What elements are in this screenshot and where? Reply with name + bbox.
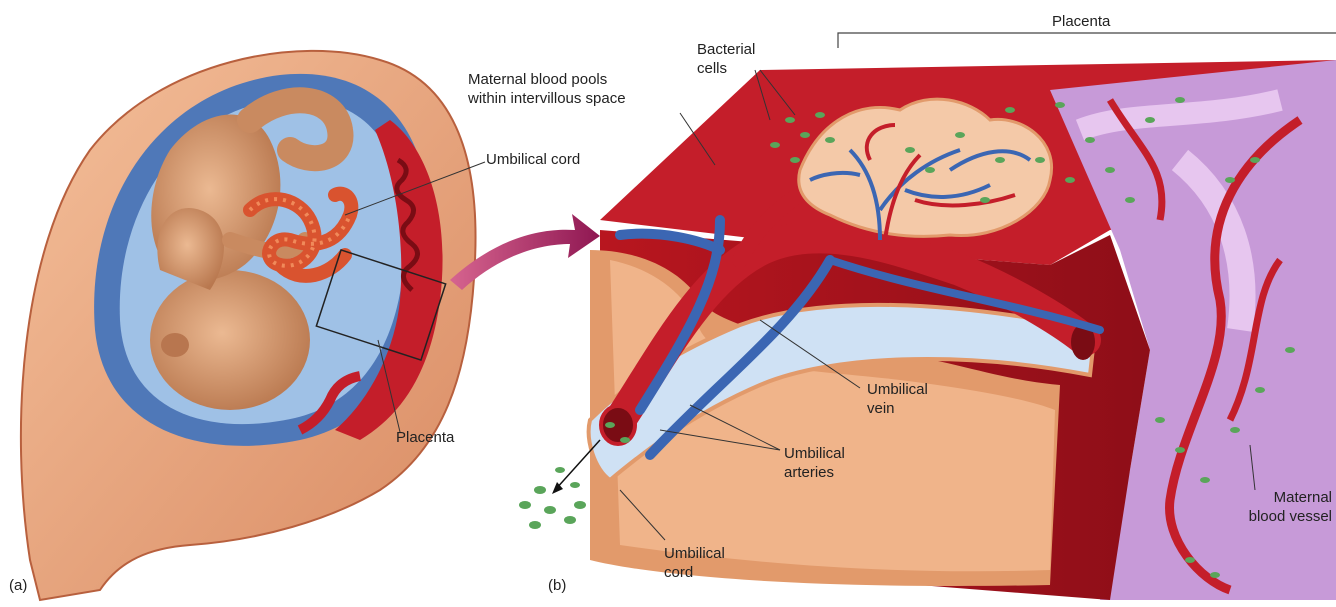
label-umbilical-cord-b-line1: Umbilical [664, 544, 725, 563]
label-bacterial-cells-line2: cells [697, 59, 755, 78]
label-umbilical-arteries-line1: Umbilical [784, 444, 845, 463]
panel-a-illustration [21, 51, 485, 600]
label-umbilical-vein-line2: vein [867, 399, 928, 418]
label-umbilical-vein: Umbilical vein [867, 380, 928, 418]
label-umbilical-arteries-line2: arteries [784, 463, 845, 482]
label-maternal-vessel-line2: blood vessel [1226, 507, 1332, 526]
label-bacterial-cells-line1: Bacterial [697, 40, 755, 59]
label-umbilical-vein-line1: Umbilical [867, 380, 928, 399]
panel-a-tag: (a) [9, 576, 27, 595]
panel-b-tag: (b) [548, 576, 566, 595]
panel-b-illustration [519, 33, 1336, 600]
label-maternal-vessel-line1: Maternal [1226, 488, 1332, 507]
label-placenta-bracket: Placenta [1052, 12, 1110, 31]
label-umbilical-cord-a: Umbilical cord [486, 150, 580, 169]
label-umbilical-cord-b-line2: cord [664, 563, 725, 582]
label-umbilical-arteries: Umbilical arteries [784, 444, 845, 482]
label-umbilical-cord-b: Umbilical cord [664, 544, 725, 582]
label-maternal-pools-line1: Maternal blood pools [468, 70, 626, 89]
label-maternal-blood-pools: Maternal blood pools within intervillous… [468, 70, 626, 108]
label-placenta-a: Placenta [396, 428, 454, 447]
label-bacterial-cells: Bacterial cells [697, 40, 755, 78]
label-maternal-pools-line2: within intervillous space [468, 89, 626, 108]
placenta-bracket [838, 33, 1336, 48]
label-maternal-blood-vessel: Maternal blood vessel [1226, 488, 1332, 526]
